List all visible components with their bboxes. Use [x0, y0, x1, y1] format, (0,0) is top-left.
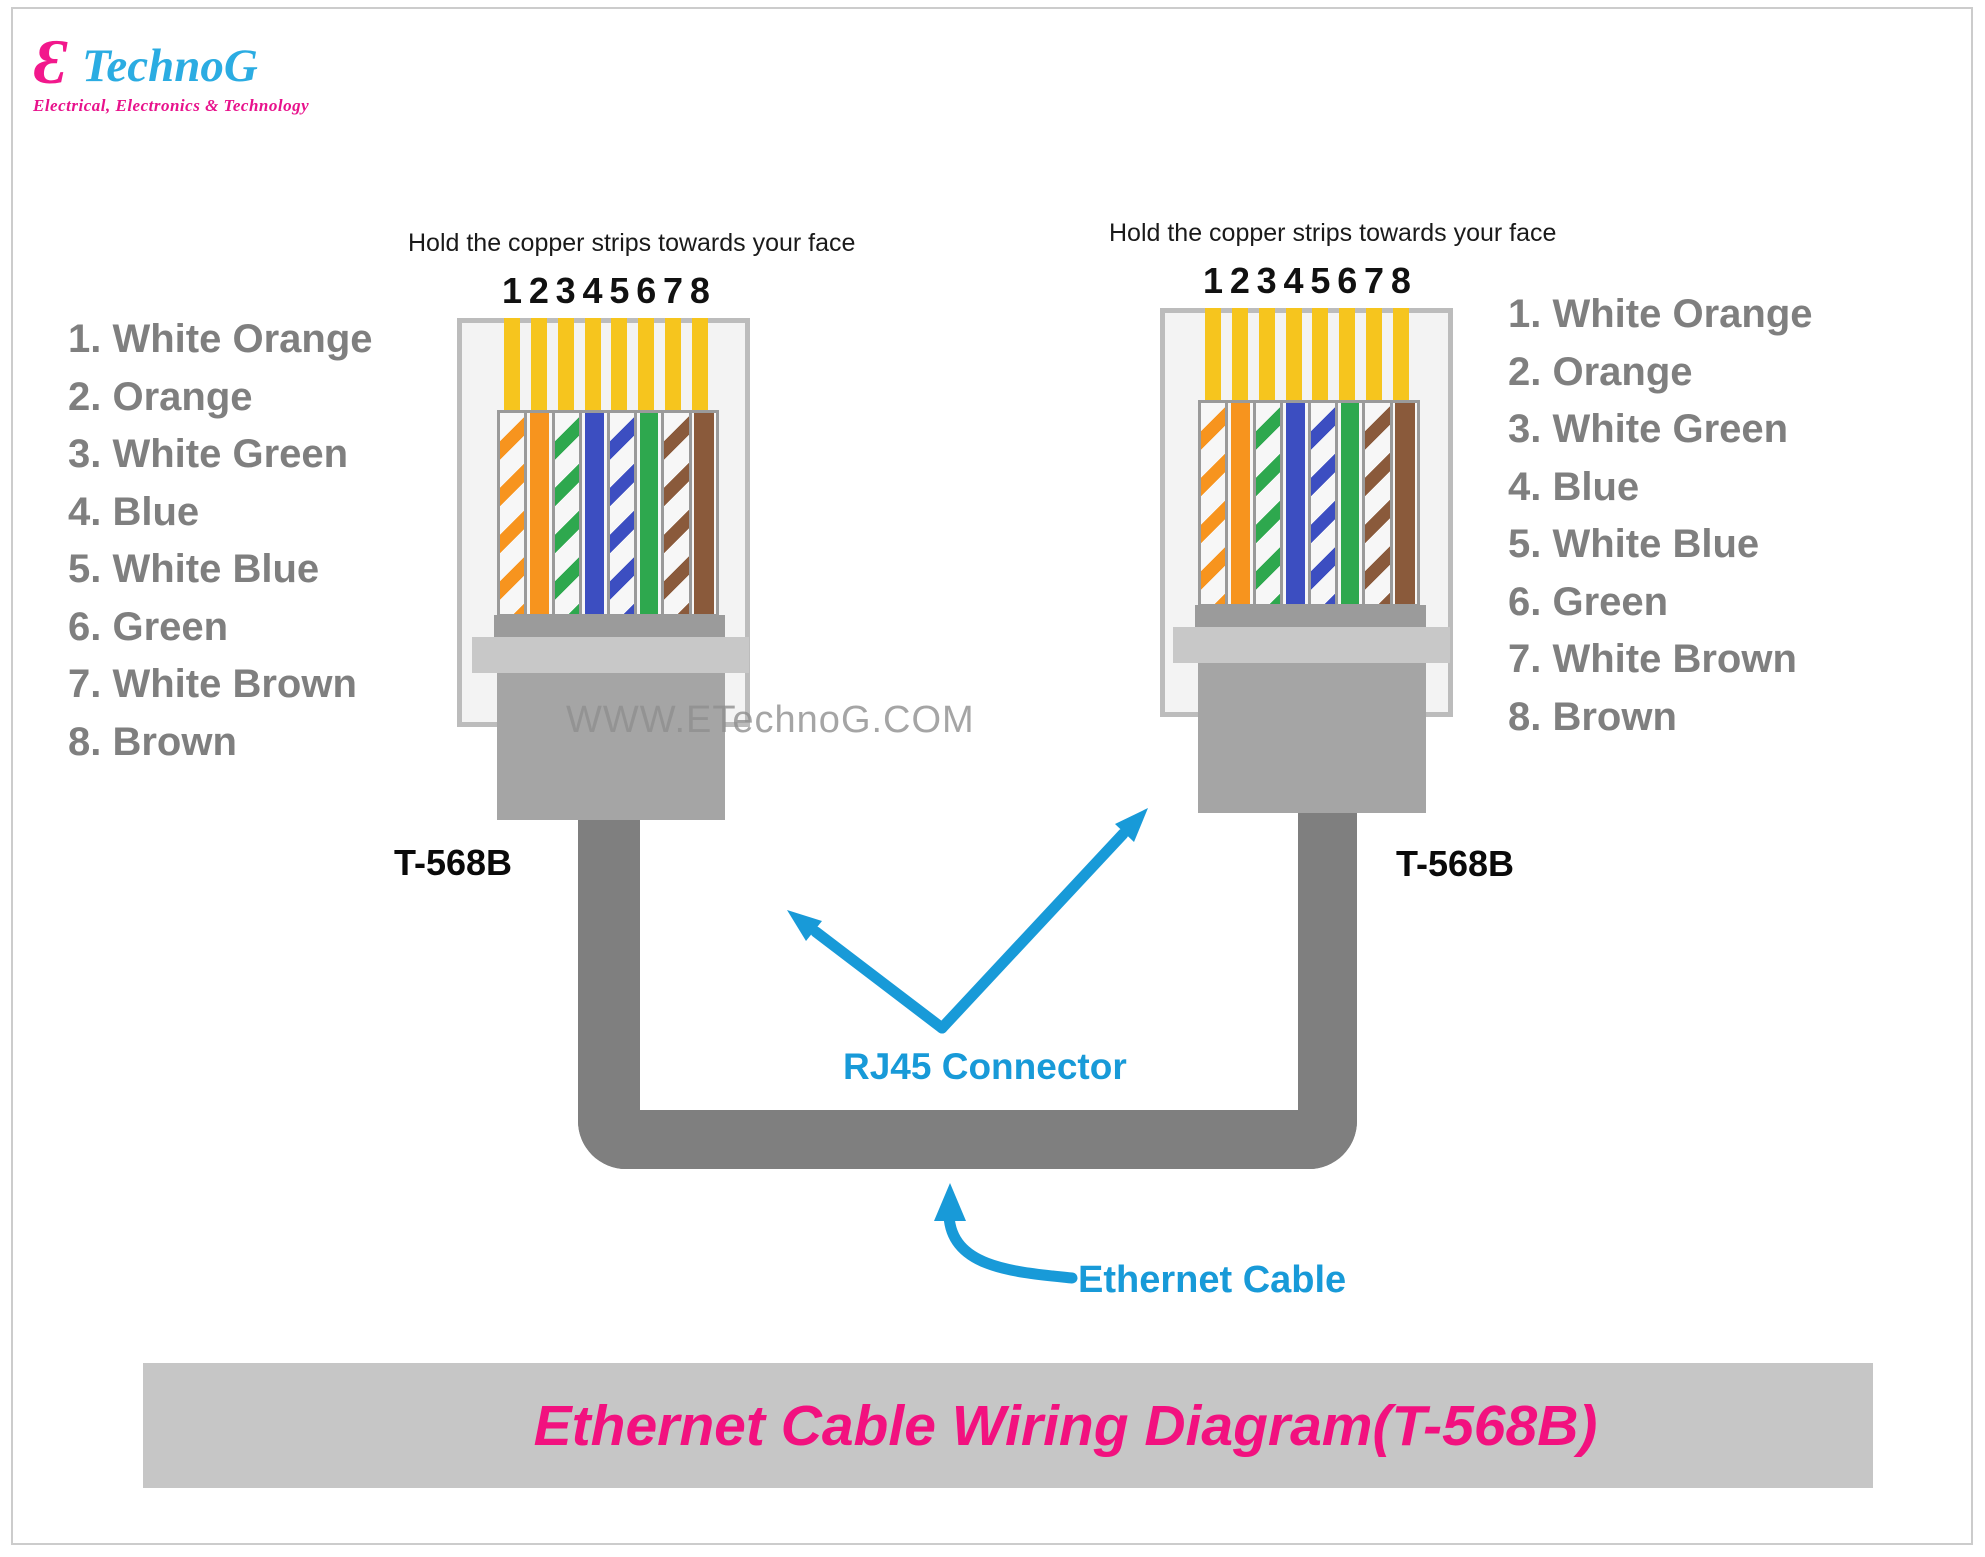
list-item: 2. Orange	[1508, 349, 1693, 394]
cable-boot	[497, 673, 725, 820]
ethernet-cable-label: Ethernet Cable	[1078, 1259, 1347, 1301]
page-border	[11, 7, 1973, 1545]
cable-boot	[1198, 663, 1426, 813]
copper-pin	[638, 318, 655, 410]
copper-pin	[611, 318, 628, 410]
page-title: Ethernet Cable Wiring Diagram(T-568B)	[533, 1393, 1598, 1458]
pin-number: 4	[1283, 260, 1304, 301]
wire-5-white-blue	[606, 413, 634, 614]
pin-number: 8	[1390, 260, 1411, 301]
wire-6-green	[633, 413, 662, 614]
copper-pin	[1285, 308, 1302, 400]
list-item: 5. White Blue	[1508, 522, 1760, 567]
wire-1-white-orange	[500, 413, 525, 614]
wire-color-list-left: 1. White Orange 2. Orange 3. White Green…	[68, 311, 373, 771]
copper-pin	[1312, 308, 1329, 400]
pin-number: 5	[609, 270, 630, 311]
wire-7-white-brown	[661, 413, 689, 614]
latch-band	[472, 637, 749, 673]
copper-pin	[1366, 308, 1383, 400]
watermark: WWW.ETechnoG.COM	[566, 699, 975, 741]
wire-array	[1198, 400, 1420, 607]
pin-number: 3	[1256, 260, 1277, 301]
pin-number: 2	[528, 270, 549, 311]
rj45-connector-label: RJ45 Connector	[843, 1046, 1127, 1087]
copper-contacts	[504, 318, 708, 410]
list-item: 8. Brown	[1508, 694, 1677, 739]
wire-array	[497, 410, 719, 617]
wire-4-blue	[579, 413, 607, 614]
list-item: 8. Brown	[68, 719, 237, 764]
standard-label-left: T-568B	[394, 842, 513, 883]
list-item: 5. White Blue	[68, 547, 320, 592]
wire-clamp-bar	[494, 615, 725, 637]
wire-2-orange	[1225, 403, 1253, 604]
wire-1-white-orange	[1201, 403, 1226, 604]
list-item: 7. White Brown	[1508, 637, 1797, 682]
list-item: 4. Blue	[68, 489, 200, 534]
copper-pin	[557, 318, 574, 410]
pin-number: 3	[555, 270, 576, 311]
list-item: 2. Orange	[68, 374, 253, 419]
list-item: 7. White Brown	[68, 662, 357, 707]
copper-pin	[584, 318, 601, 410]
copper-pin	[1339, 308, 1356, 400]
pin-number: 1	[1202, 260, 1224, 301]
copper-pin	[504, 318, 520, 410]
copper-pin	[1205, 308, 1221, 400]
standard-label-right: T-568B	[1396, 843, 1515, 884]
wire-6-green	[1334, 403, 1363, 604]
pin-number: 6	[636, 270, 657, 311]
wire-color-list-right: 1. White Orange 2. Orange 3. White Green…	[1508, 286, 1813, 746]
list-item: 6. Green	[68, 604, 229, 649]
brand-name: TechnoG	[82, 40, 258, 92]
brand-tagline: Electrical, Electronics & Technology	[33, 96, 310, 115]
hold-instruction-right: Hold the copper strips towards your face	[1109, 219, 1557, 247]
wire-3-white-green	[1252, 403, 1281, 604]
wire-3-white-green	[551, 413, 580, 614]
pin-numbers-left: 1 2 3 4 5 6 7 8	[501, 270, 710, 311]
pin-number: 7	[1364, 260, 1385, 301]
list-item: 1. White Orange	[68, 317, 373, 362]
wire-5-white-blue	[1307, 403, 1335, 604]
wire-7-white-brown	[1362, 403, 1390, 604]
pin-numbers-right: 1 2 3 4 5 6 7 8	[1202, 260, 1411, 301]
wire-clamp-bar	[1195, 605, 1426, 627]
list-item: 6. Green	[1508, 579, 1669, 624]
wire-2-orange	[524, 413, 552, 614]
wire-8-brown	[688, 413, 716, 614]
copper-pin	[1231, 308, 1248, 400]
pin-number: 1	[501, 270, 523, 311]
pin-number: 4	[582, 270, 603, 311]
pin-number: 7	[663, 270, 684, 311]
copper-pin	[691, 318, 708, 410]
list-item: 3. White Green	[68, 432, 349, 477]
pin-number: 5	[1310, 260, 1331, 301]
ethernet-cable-shape	[578, 813, 1357, 1169]
brand-initial: Ɛ	[34, 26, 67, 97]
pin-number: 2	[1229, 260, 1250, 301]
list-item: 3. White Green	[1508, 407, 1789, 452]
wire-4-blue	[1280, 403, 1308, 604]
title-banner: Ethernet Cable Wiring Diagram(T-568B)	[143, 1363, 1873, 1488]
copper-pin	[665, 318, 682, 410]
copper-pin	[1392, 308, 1409, 400]
hold-instruction-left: Hold the copper strips towards your face	[408, 229, 856, 257]
pin-number: 6	[1337, 260, 1358, 301]
wire-8-brown	[1389, 403, 1417, 604]
copper-pin	[1258, 308, 1275, 400]
list-item: 1. White Orange	[1508, 292, 1813, 337]
pin-number: 8	[689, 270, 710, 311]
copper-pin	[530, 318, 547, 410]
list-item: 4. Blue	[1508, 464, 1640, 509]
copper-contacts	[1205, 308, 1409, 400]
latch-band	[1173, 627, 1450, 663]
